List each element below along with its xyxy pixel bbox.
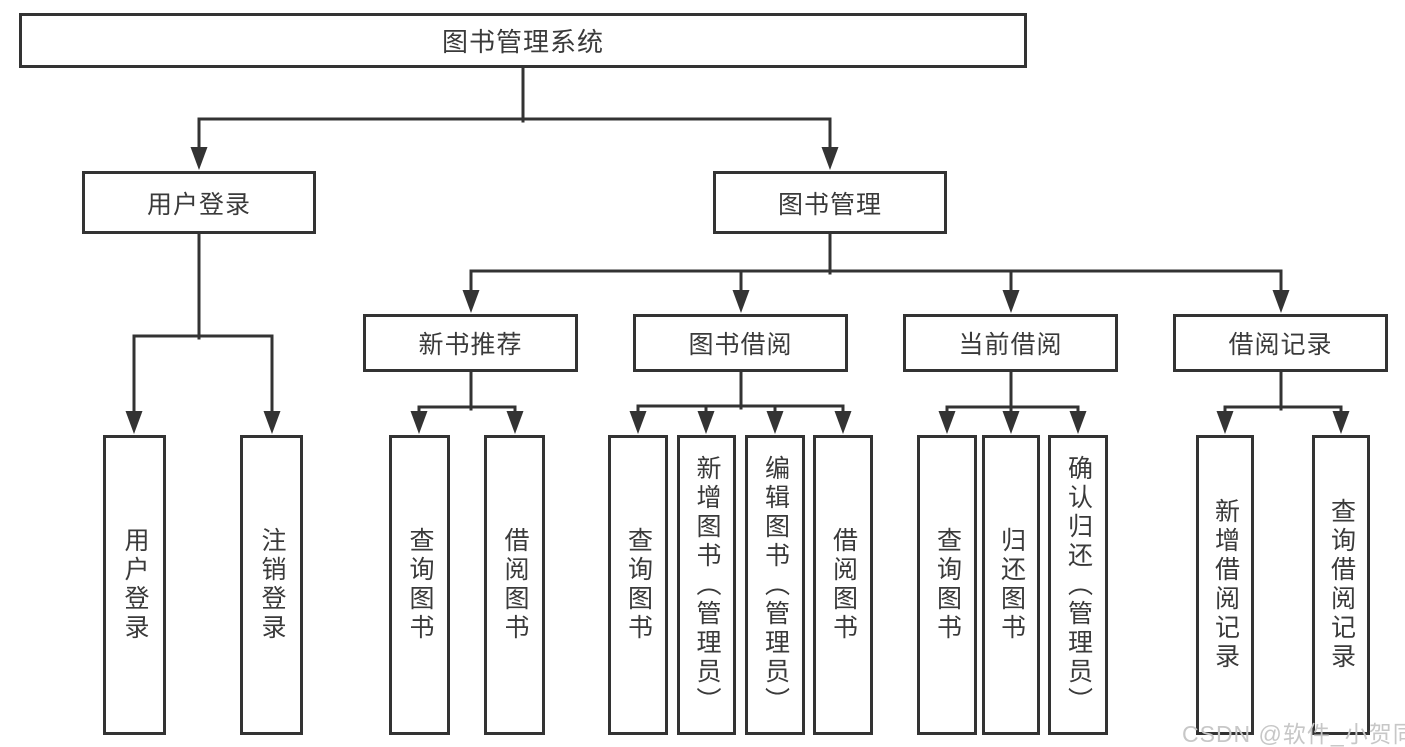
arrowhead-icon (125, 411, 143, 434)
watermark: CSDN @软件_小贺同学 (1182, 721, 1405, 747)
leaf-borrow-books-recommend: 借阅图书 (484, 435, 545, 735)
arrowhead-icon (834, 411, 852, 434)
leaf-borrow-books-borrow: 借阅图书 (813, 435, 873, 735)
leaf-add-book-admin: 新增图书（管理员） (677, 435, 736, 735)
arrowhead-icon (732, 290, 750, 313)
leaf-add-borrow-record: 新增借阅记录 (1196, 435, 1254, 735)
arrowhead-icon (1002, 290, 1020, 313)
arrowhead-icon (821, 147, 839, 170)
leaf-query-books-recommend: 查询图书 (389, 435, 450, 735)
leaf-query-borrow-record: 查询借阅记录 (1312, 435, 1370, 735)
arrowhead-icon (1332, 411, 1350, 434)
arrowhead-icon (1272, 290, 1290, 313)
leaf-user-login: 用户登录 (103, 435, 166, 735)
node-new-book-recommend: 新书推荐 (363, 314, 578, 372)
node-current-borrow: 当前借阅 (903, 314, 1118, 372)
arrowhead-icon (697, 411, 715, 434)
leaf-query-books-borrow: 查询图书 (608, 435, 668, 735)
leaf-logout: 注销登录 (240, 435, 303, 735)
leaf-confirm-return-admin: 确认归还（管理员） (1048, 435, 1108, 735)
node-library-management-system: 图书管理系统 (19, 13, 1027, 68)
node-book-management: 图书管理 (713, 171, 947, 234)
leaf-edit-book-admin: 编辑图书（管理员） (745, 435, 805, 735)
arrowhead-icon (1002, 411, 1020, 434)
node-user-login: 用户登录 (82, 171, 316, 234)
leaf-return-book: 归还图书 (982, 435, 1040, 735)
arrowhead-icon (263, 411, 281, 434)
arrowhead-icon (1069, 411, 1087, 434)
arrowhead-icon (190, 147, 208, 170)
arrowhead-icon (938, 411, 956, 434)
arrowhead-icon (766, 411, 784, 434)
arrowhead-icon (629, 411, 647, 434)
arrowhead-icon (462, 290, 480, 313)
node-book-borrow: 图书借阅 (633, 314, 848, 372)
arrowhead-icon (410, 411, 428, 434)
leaf-query-books-current: 查询图书 (917, 435, 977, 735)
node-borrow-records: 借阅记录 (1173, 314, 1388, 372)
arrowhead-icon (1216, 411, 1234, 434)
arrowhead-icon (506, 411, 524, 434)
